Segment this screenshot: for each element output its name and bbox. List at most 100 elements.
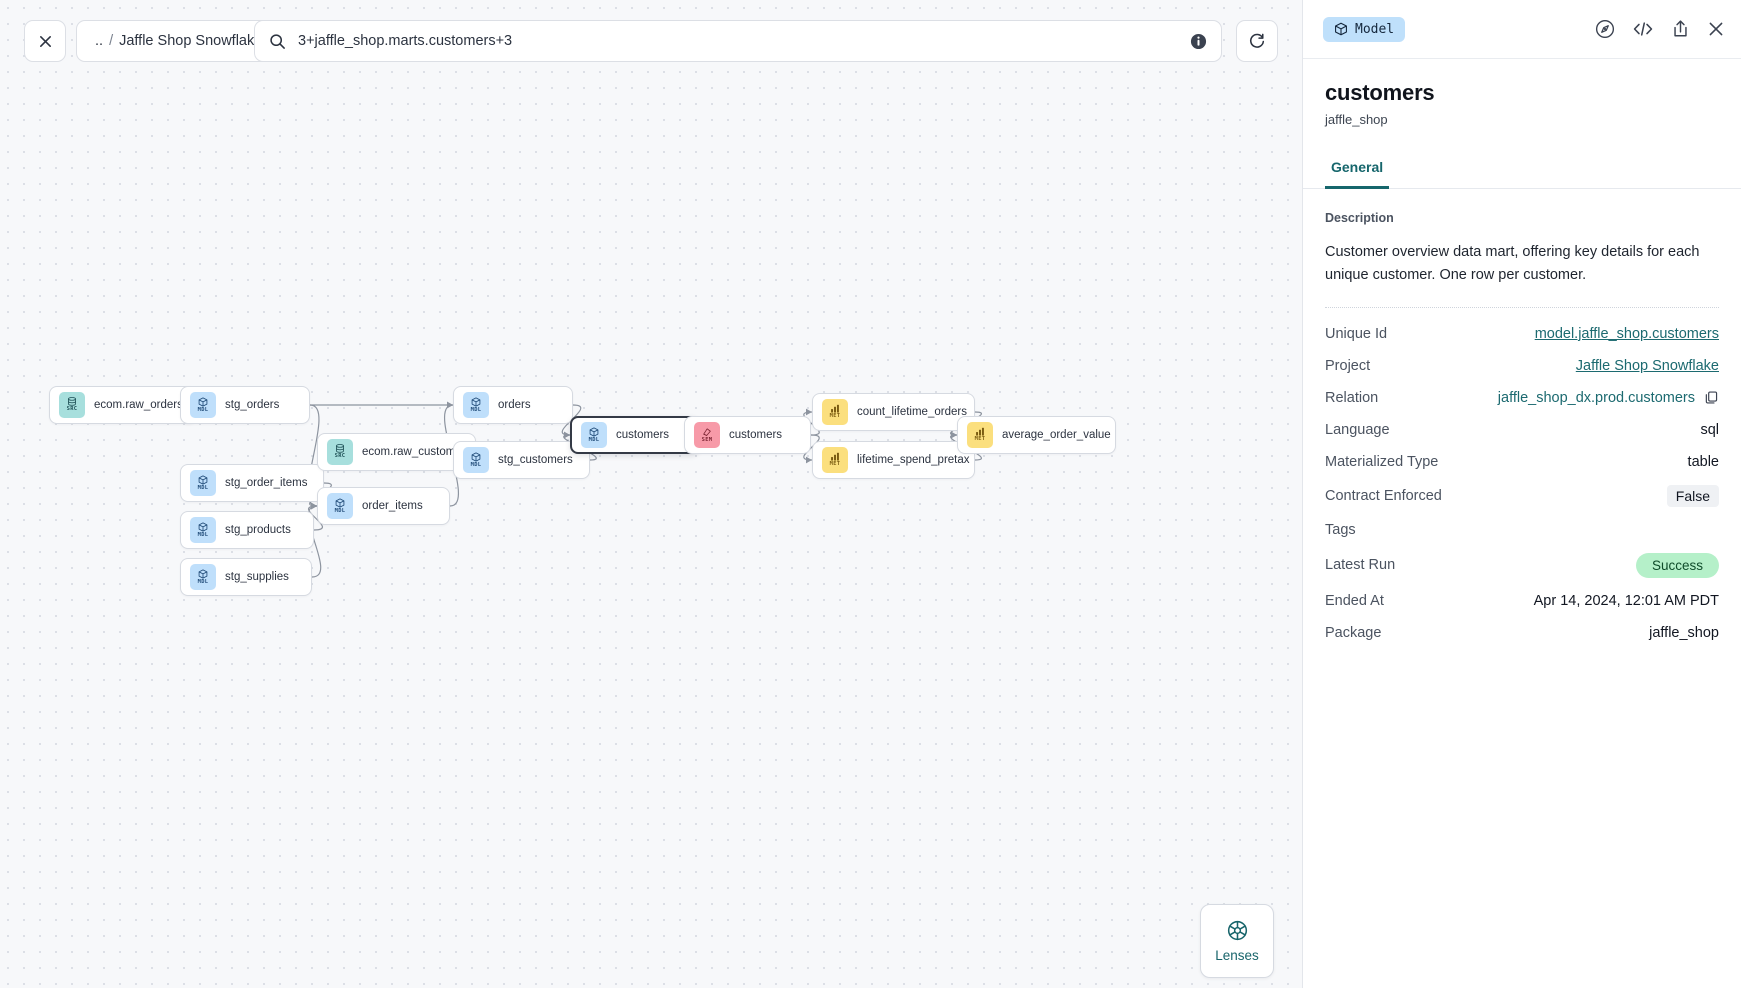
property-key: Relation [1325, 389, 1379, 406]
description-text: Customer overview data mart, offering ke… [1325, 244, 1700, 283]
node-type-badge-met-icon: MET [822, 447, 848, 473]
node-type-badge-mdl-icon: MDL [581, 422, 607, 448]
canvas-toolbar: .. / Jaffle Shop Snowflake [24, 20, 282, 62]
property-key: Project [1325, 357, 1371, 374]
property-key: Tags [1325, 521, 1356, 538]
property-row: Contract Enforced False [1325, 478, 1719, 514]
property-value-wrap: False [1666, 484, 1719, 507]
page-title: customers [1325, 80, 1435, 105]
node-label: stg_supplies [225, 571, 289, 583]
node-label: stg_customers [498, 454, 573, 466]
entity-type-badge[interactable]: Model [1323, 16, 1406, 42]
entity-header: customers jaffle_shop [1303, 59, 1741, 127]
cube-icon [1335, 22, 1347, 36]
lineage-node-stg_products[interactable]: MDL stg_products [180, 511, 314, 549]
node-label: stg_products [225, 524, 291, 536]
breadcrumb-project: Jaffle Shop Snowflake [119, 33, 263, 49]
property-value-wrap: sql [1700, 422, 1719, 438]
node-label: stg_order_items [225, 477, 308, 489]
code-icon[interactable] [1632, 19, 1654, 39]
property-key: Ended At [1325, 592, 1384, 609]
property-value-wrap: model.jaffle_shop.customers [1535, 326, 1719, 342]
property-value: table [1687, 453, 1719, 470]
node-type-badge-mdl-icon: MDL [190, 517, 216, 543]
property-value-wrap: jaffle_shop_dx.prod.customers [1498, 390, 1719, 406]
property-link[interactable]: Jaffle Shop Snowflake [1575, 357, 1719, 374]
property-key: Latest Run [1325, 557, 1396, 574]
node-type-badge-mdl-icon: MDL [190, 564, 216, 590]
property-value-wrap: Success [1635, 552, 1719, 578]
node-type-badge-src-icon: SRC [59, 392, 85, 418]
copy-icon[interactable] [1704, 390, 1719, 405]
property-value-wrap: table [1688, 454, 1719, 470]
refresh-icon [1250, 33, 1265, 48]
node-type-badge-met-icon: MET [822, 399, 848, 425]
property-value-wrap: Apr 14, 2024, 12:01 AM PDT [1534, 593, 1719, 609]
lineage-node-customers_semantic[interactable]: SEM customers [684, 416, 811, 454]
property-row: Ended At Apr 14, 2024, 12:01 AM PDT [1325, 585, 1719, 617]
lineage-node-stg_supplies[interactable]: MDL stg_supplies [180, 558, 312, 596]
breadcrumb-separator: / [109, 33, 114, 49]
aperture-icon [1227, 920, 1247, 941]
lineage-node-stg_order_items[interactable]: MDL stg_order_items [180, 464, 324, 502]
node-type-badge-mdl-icon: MDL [463, 447, 489, 473]
lineage-node-count_lifetime_orders[interactable]: MET count_lifetime_orders [812, 393, 975, 431]
property-link[interactable]: model.jaffle_shop.customers [1534, 325, 1719, 342]
property-row: Language sql [1325, 414, 1719, 446]
node-label: customers [729, 429, 783, 441]
details-panel: Model [1302, 0, 1741, 988]
breadcrumb-prefix: .. [95, 33, 104, 49]
lineage-node-order_items[interactable]: MDL order_items [317, 487, 450, 525]
property-value: jaffle_shop [1649, 624, 1719, 641]
lineage-node-ecom_raw_orders[interactable]: SRC ecom.raw_orders [49, 386, 197, 424]
search-icon [270, 33, 285, 49]
node-type-badge-src-icon: SRC [327, 439, 353, 465]
entity-type-label: Model [1355, 21, 1395, 37]
node-label: ecom.raw_orders [94, 399, 183, 411]
property-row: Unique Id model.jaffle_shop.customers [1325, 318, 1719, 350]
lenses-button[interactable]: Lenses [1200, 904, 1274, 978]
breadcrumb[interactable]: .. / Jaffle Shop Snowflake [76, 20, 282, 62]
node-label: order_items [362, 500, 423, 512]
panel-action-icons [1595, 19, 1725, 39]
node-type-badge-sem-icon: SEM [694, 422, 720, 448]
lenses-label: Lenses [1215, 948, 1259, 963]
share-icon[interactable] [1671, 19, 1690, 39]
node-label: lifetime_spend_pretax [857, 454, 970, 466]
node-label: count_lifetime_orders [857, 406, 967, 418]
node-label: customers [616, 429, 670, 441]
property-row: Project Jaffle Shop Snowflake [1325, 350, 1719, 382]
status-badge: False [1666, 484, 1719, 507]
lineage-node-lifetime_spend_pretax[interactable]: MET lifetime_spend_pretax [812, 441, 975, 479]
property-row: Latest Run Success [1325, 546, 1719, 585]
property-value-wrap: jaffle_shop [1649, 625, 1719, 641]
property-key: Language [1325, 421, 1390, 438]
node-type-badge-mdl-icon: MDL [190, 470, 216, 496]
close-panel-icon[interactable] [1707, 20, 1725, 38]
panel-content: Description Customer overview data mart,… [1303, 189, 1741, 988]
property-key: Package [1325, 624, 1382, 641]
node-type-badge-mdl-icon: MDL [327, 493, 353, 519]
property-value: sql [1700, 421, 1719, 438]
description-label: Description [1325, 211, 1394, 225]
node-type-badge-met-icon: MET [967, 422, 993, 448]
divider [1325, 306, 1719, 308]
property-key: Contract Enforced [1325, 487, 1442, 504]
status-badge[interactable]: Success [1635, 552, 1719, 578]
property-key: Unique Id [1325, 325, 1388, 342]
property-value-wrap: Jaffle Shop Snowflake [1576, 358, 1719, 374]
tab-general[interactable]: General [1325, 153, 1390, 189]
explore-icon[interactable] [1595, 19, 1615, 39]
lineage-node-customers_model[interactable]: MDL customers [570, 416, 699, 454]
search-input[interactable] [298, 33, 1178, 49]
refresh-button[interactable] [1236, 20, 1278, 62]
close-lineage-button[interactable] [24, 20, 66, 62]
lineage-search-bar[interactable] [254, 20, 1222, 62]
info-icon[interactable] [1190, 33, 1207, 50]
